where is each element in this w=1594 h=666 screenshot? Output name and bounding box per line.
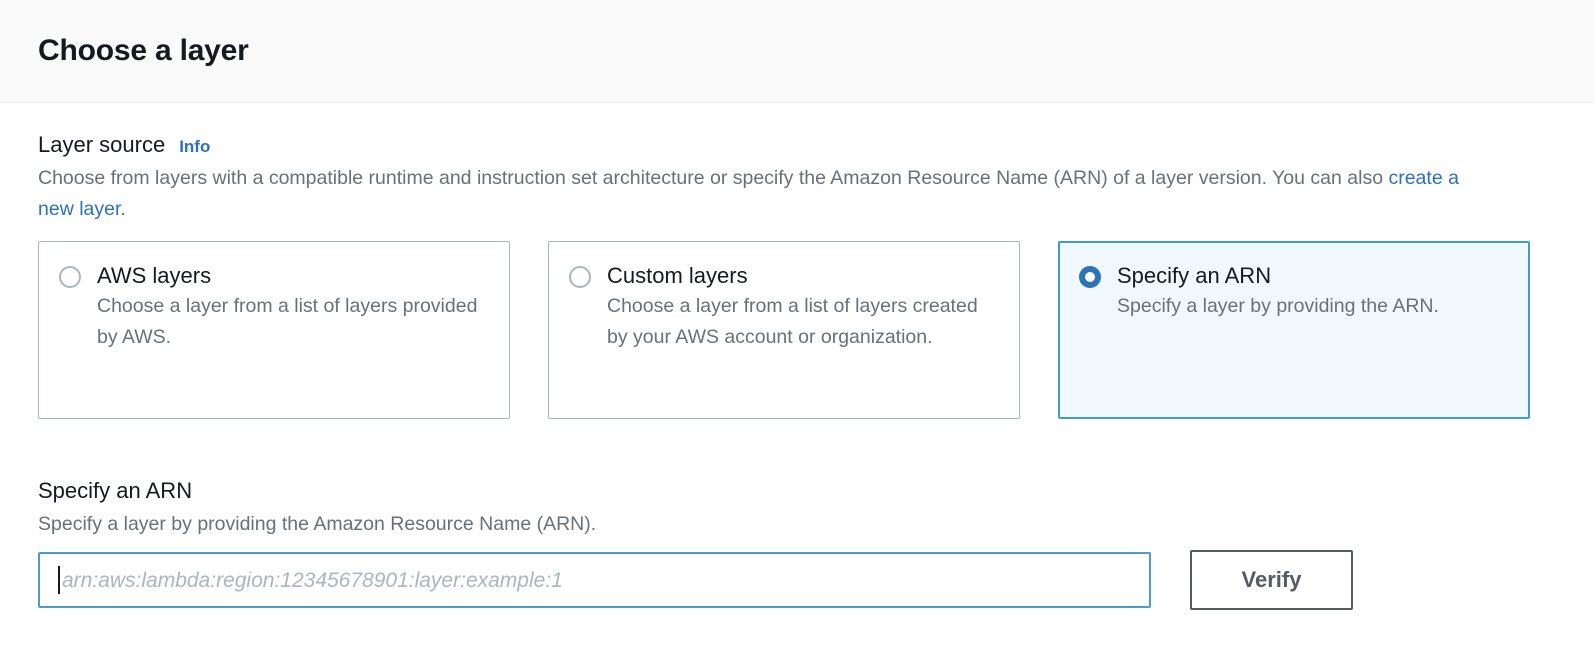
radio-tile-aws-layers-description: Choose a layer from a list of layers pro… — [97, 295, 478, 349]
radio-tile-specify-an-arn[interactable]: Specify an ARN Specify a layer by provid… — [1058, 240, 1530, 419]
modal-header: Choose a layer — [0, 0, 1594, 103]
radio-tile-custom-layers-title: Custom layers — [607, 262, 748, 288]
radio-tile-specify-an-arn-description: Specify a layer by providing the ARN. — [1117, 295, 1439, 318]
text-caret — [58, 566, 60, 594]
arn-section-title: Specify an ARN — [38, 477, 193, 503]
verify-button[interactable]: Verify — [1190, 550, 1353, 610]
radio-tile-specify-an-arn-head: Specify an ARN — [1079, 260, 1509, 292]
arn-section-description: Specify a layer by providing the Amazon … — [38, 513, 597, 535]
layer-source-description-text-2: . — [120, 197, 126, 220]
radio-tile-custom-layers-head: Custom layers — [569, 260, 999, 292]
arn-input-row: arn:aws:lambda:region:12345678901:layer:… — [38, 550, 1556, 610]
create-a-new-layer-link[interactable]: create a new layer — [38, 166, 1459, 220]
radio-icon-aws-layers[interactable] — [59, 265, 81, 288]
modal-body: Layer source Info Choose from layers wit… — [0, 103, 1594, 610]
layer-source-description-text-1: Choose from layers with a compatible run… — [38, 166, 1389, 189]
arn-input[interactable]: arn:aws:lambda:region:12345678901:layer:… — [38, 552, 1151, 608]
radio-tile-aws-layers-head: AWS layers — [59, 260, 489, 292]
radio-icon-custom-layers[interactable] — [569, 265, 591, 288]
radio-tile-aws-layers-title: AWS layers — [97, 262, 212, 288]
arn-section: Specify an ARN Specify a layer by provid… — [38, 477, 1556, 610]
layer-source-label: Layer source — [38, 132, 166, 157]
layer-source-label-row: Layer source Info — [38, 131, 1556, 159]
radio-tile-custom-layers[interactable]: Custom layers Choose a layer from a list… — [548, 240, 1020, 419]
layer-source-description: Choose from layers with a compatible run… — [38, 163, 1498, 225]
radio-tile-specify-an-arn-title: Specify an ARN — [1117, 262, 1272, 288]
layer-source-options: AWS layers Choose a layer from a list of… — [38, 240, 1556, 419]
arn-input-placeholder: arn:aws:lambda:region:12345678901:layer:… — [62, 568, 563, 592]
radio-tile-aws-layers[interactable]: AWS layers Choose a layer from a list of… — [38, 240, 510, 419]
page-title: Choose a layer — [38, 34, 249, 67]
radio-tile-custom-layers-description: Choose a layer from a list of layers cre… — [607, 295, 978, 349]
info-link[interactable]: Info — [179, 137, 211, 156]
radio-icon-specify-an-arn[interactable] — [1079, 265, 1101, 288]
